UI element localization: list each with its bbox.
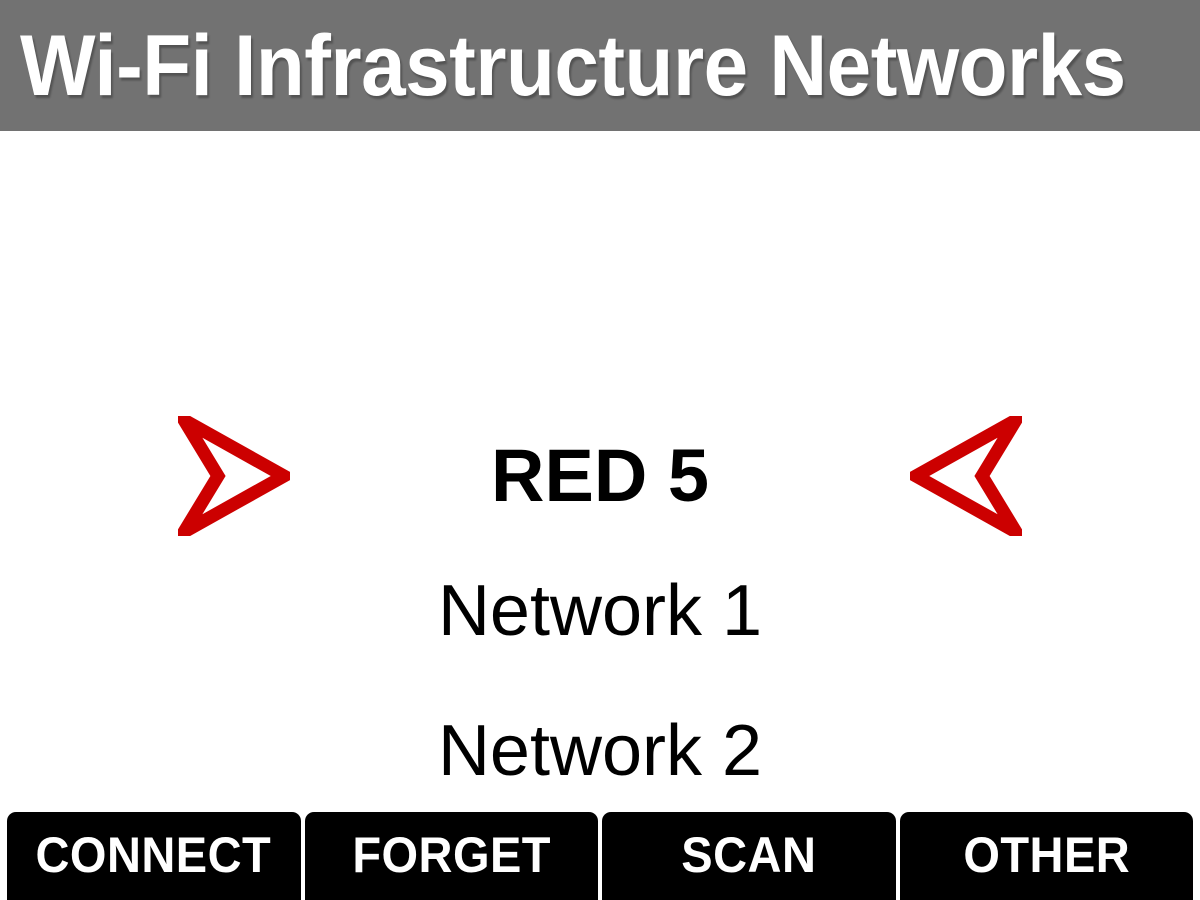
connect-button-label: CONNECT [35,827,272,883]
other-button-label: OTHER [962,827,1130,883]
arrow-right-icon [178,416,290,536]
selected-network-name: RED 5 [491,434,709,517]
list-item[interactable]: Network 1 [0,570,1200,652]
forget-button[interactable]: FORGET [304,812,598,900]
network-name: Network 2 [437,711,763,791]
list-item[interactable]: Network 2 [0,710,1200,792]
scan-button[interactable]: SCAN [602,812,896,900]
network-name: Network 1 [437,571,763,651]
connect-button[interactable]: CONNECT [7,812,301,900]
other-button[interactable]: OTHER [899,812,1193,900]
title-bar: Wi-Fi Infrastructure Networks [0,0,1200,131]
page-title: Wi-Fi Infrastructure Networks [20,17,1126,114]
selected-network-row[interactable]: RED 5 [0,413,1200,539]
forget-button-label: FORGET [351,827,551,883]
arrow-left-icon [910,416,1022,536]
scan-button-label: SCAN [681,827,817,883]
network-list: RED 5 Network 1 Network 2 [0,131,1200,812]
button-bar: CONNECT FORGET SCAN OTHER [0,812,1200,900]
